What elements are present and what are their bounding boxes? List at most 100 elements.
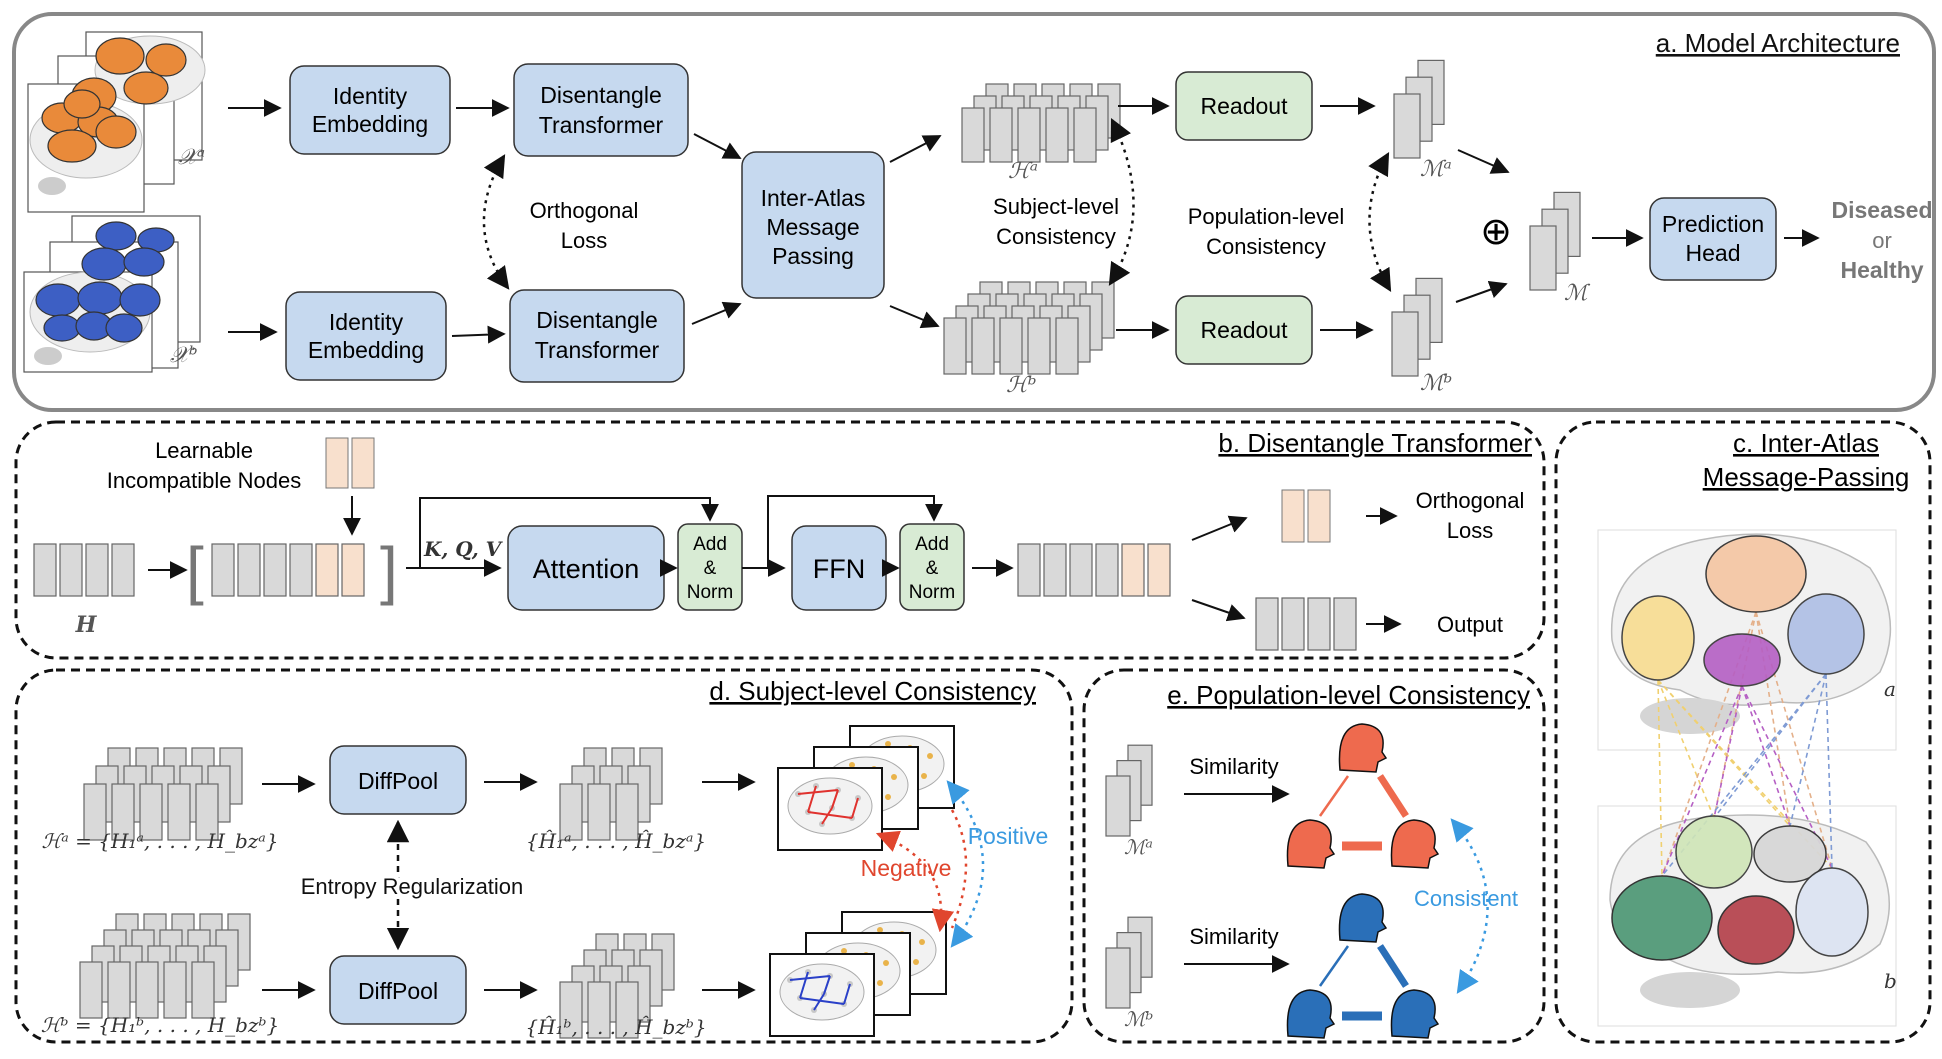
region-b-gray [1753,825,1827,883]
blue-region [119,283,161,317]
d-label-hb: ℋᵇ = {H₁ᵇ, . . . , H_bzᵇ} [41,1013,280,1037]
label-hb: ℋᵇ [1006,373,1037,398]
orange-region [63,89,101,119]
h-node [1043,543,1067,597]
learnable-node-2 [351,437,375,489]
concat-plus: ⊕ [1480,211,1512,253]
blue-region [95,221,137,251]
person-icon [1286,819,1336,869]
add-norm-2 [899,523,965,611]
hb-block [1055,317,1079,375]
graph-edge [797,789,839,795]
panel-a-title: a. Model Architecture [1656,28,1900,58]
inter-atlas-box [741,151,885,299]
graph-node [913,959,919,965]
inter-atlas-link [1657,679,1663,877]
orthogonal-loss-l2: Loss [561,228,607,253]
d-label-hha: {Ĥ₁ᵃ, . . . , Ĥ_bzᵃ} [526,829,706,853]
region-a-purple [1703,633,1781,687]
orth-node-1 [1281,489,1305,543]
graph-edge [799,971,809,999]
b-concat-nodes [211,543,365,597]
disentangle-transformer-b [509,289,685,383]
b-output-final [1255,597,1357,651]
graph-edge [843,983,851,1005]
person-icon [1390,989,1440,1039]
readout-a-label: Readout [1201,93,1289,119]
population-graphs [1286,723,1440,1039]
learnable-node [315,543,339,597]
h-node [1069,543,1093,597]
d-brain-graphs-b [769,911,947,1037]
add-norm-2-add: Add [915,534,949,555]
learnable-node [1147,543,1171,597]
d-pooled-a [559,747,663,841]
label-xa: 𝒳ᵃ [178,145,205,170]
disentangle-transformer-b-l1: Disentangle [536,307,657,333]
dha-block [139,783,163,841]
panel-b-title: b. Disentangle Transformer [1218,428,1532,458]
label-mb: ℳᵇ [1420,371,1452,396]
blue-region [105,313,143,343]
h-node [237,543,261,597]
graph-edge [799,997,845,1005]
edge-thick [1377,944,1409,988]
add-norm-1-add: Add [693,534,727,555]
dhb-block [135,961,159,1019]
b-label-h: H [75,612,98,638]
stack-mb [1391,277,1443,377]
orthogonal-loss-l1: Orthogonal [530,198,639,223]
b-orth-l2: Loss [1447,518,1493,543]
blue-region [77,281,123,315]
label-diseased: Diseased [1831,197,1932,223]
dhha-block [615,783,639,841]
add-norm-2-amp: & [926,558,939,579]
label-ma: ℳᵃ [1420,157,1452,182]
b-output-label: Output [1437,612,1503,637]
disentangle-transformer-a [513,63,689,157]
diffpool-b [329,955,467,1025]
e-label-mb: ℳᵇ [1124,1007,1153,1031]
incompatible-label: Incompatible Nodes [107,468,301,493]
output-node [1255,597,1279,651]
orth-node-2 [1307,489,1331,543]
e-stack-ma [1105,744,1153,837]
stack-ha [961,83,1121,163]
diffpool-a-label: DiffPool [358,768,438,794]
orange-region [95,37,145,75]
inter-atlas-link [1657,679,1791,827]
orange-region [95,115,137,149]
identity-embedding-b-l1: Identity [329,309,404,335]
region-a-peach [1705,535,1807,613]
region-a-yellow [1621,595,1695,681]
similarity-a: Similarity [1189,754,1278,779]
population-consistency-l2: Consistency [1206,234,1326,259]
orthogonal-loss-arrow [482,154,510,290]
dha-block [195,783,219,841]
disentangle-transformer-b-l2: Transformer [535,337,660,363]
label-m: ℳ [1564,281,1591,306]
inter-atlas-link [1741,685,1833,869]
stack-m [1529,191,1581,291]
h-node [33,543,57,597]
h-node [1017,543,1041,597]
entropy-label: Entropy Regularization [301,874,524,899]
d-stack-ha [83,747,243,841]
h-node [211,543,235,597]
consistent-label: Consistent [1414,886,1518,911]
arrow-ia-to-ha [889,135,942,163]
h-node [289,543,313,597]
inter-atlas-link [1657,679,1715,819]
identity-embedding-a [289,65,451,155]
graph-node [891,774,897,780]
disentangle-transformer-a-l1: Disentangle [540,82,661,108]
identity-embedding-a-l1: Identity [333,83,408,109]
graph-edge [813,993,825,1011]
edge-thin [1318,945,1350,987]
region-b-paleblue [1795,867,1869,957]
arrow-dt-a-to-ia [693,133,742,159]
h-node [85,543,109,597]
hb-block [999,317,1023,375]
